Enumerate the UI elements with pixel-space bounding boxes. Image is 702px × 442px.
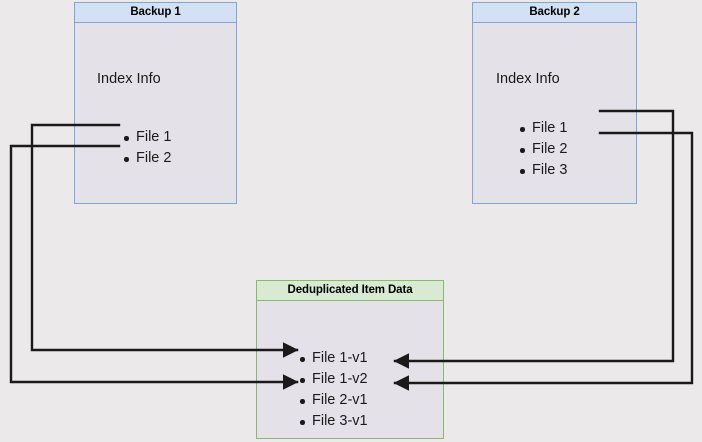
node-backup-1-body: Index Info File 1 File 2 — [75, 23, 236, 203]
backup-1-file-list: File 1 File 2 — [123, 127, 171, 169]
node-backup-1[interactable]: Backup 1 Index Info File 1 File 2 — [74, 2, 237, 204]
list-item[interactable]: File 2 — [123, 148, 171, 169]
node-deduplicated-item-data[interactable]: Deduplicated Item Data File 1-v1 File 1-… — [256, 280, 444, 439]
list-item[interactable]: File 1 — [519, 118, 567, 139]
node-backup-1-header: Backup 1 — [75, 3, 236, 23]
backup-2-file-list: File 1 File 2 File 3 — [519, 118, 567, 181]
node-dedup-body: File 1-v1 File 1-v2 File 2-v1 File 3-v1 — [257, 301, 443, 438]
list-item[interactable]: File 1 — [123, 127, 171, 148]
backup-1-index-info-label: Index Info — [97, 71, 161, 87]
list-item[interactable]: File 2 — [519, 139, 567, 160]
dedup-file-list: File 1-v1 File 1-v2 File 2-v1 File 3-v1 — [299, 348, 368, 432]
node-backup-2[interactable]: Backup 2 Index Info File 1 File 2 File 3 — [472, 2, 637, 204]
backup-2-index-info-label: Index Info — [496, 71, 560, 87]
list-item[interactable]: File 1-v2 — [299, 369, 368, 390]
list-item[interactable]: File 3-v1 — [299, 411, 368, 432]
list-item[interactable]: File 2-v1 — [299, 390, 368, 411]
node-backup-2-header: Backup 2 — [473, 3, 636, 23]
node-dedup-header: Deduplicated Item Data — [257, 281, 443, 301]
node-backup-2-body: Index Info File 1 File 2 File 3 — [473, 23, 636, 203]
list-item[interactable]: File 1-v1 — [299, 348, 368, 369]
list-item[interactable]: File 3 — [519, 160, 567, 181]
